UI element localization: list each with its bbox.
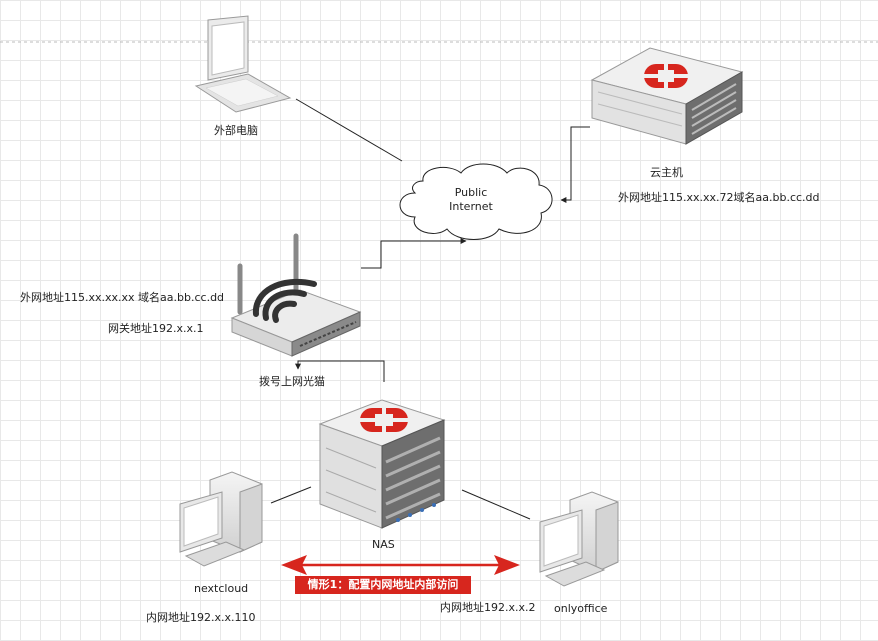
laptop-to-cloud-line [295, 98, 403, 162]
nextcloud-label: nextcloud [194, 582, 249, 595]
scenario-banner: 情形1：配置内网地址内部访问 [295, 576, 471, 594]
nas-server-icon [318, 399, 446, 529]
laptop-icon [194, 15, 292, 113]
desktop-pc-icon [539, 491, 619, 587]
desktop-pc-icon [179, 471, 263, 567]
rack-server-icon [590, 47, 744, 145]
router-gateway-address: 网关地址192.x.x.1 [108, 322, 204, 335]
nextcloud-address: 内网地址192.x.x.110 [146, 611, 256, 624]
cloud-host-label: 云主机 [650, 166, 683, 179]
cloud-host-address: 外网地址115.xx.xx.72域名aa.bb.cc.dd [618, 191, 820, 204]
connectors [270, 98, 590, 520]
nas-to-router-line [295, 360, 385, 382]
cloud-label-line1: Public [454, 186, 488, 199]
wifi-router-icon [230, 233, 362, 357]
nas-label: NAS [372, 538, 395, 551]
internal-access-arrow [281, 555, 520, 575]
cloud-icon [399, 163, 553, 240]
cloud-label-line2: Internet [449, 200, 493, 213]
laptop-label: 外部电脑 [214, 124, 258, 137]
cloud-label: Public Internet [441, 186, 501, 214]
router-label: 拨号上网光猫 [259, 375, 325, 388]
onlyoffice-label: onlyoffice [554, 602, 608, 615]
onlyoffice-address: 内网地址192.x.x.2 [440, 601, 536, 614]
cloud-host-to-cloud-line [560, 126, 590, 203]
router-to-cloud-line [361, 238, 467, 269]
nas-to-onlyoffice-line [461, 489, 531, 520]
router-wan-address: 外网地址115.xx.xx.xx 域名aa.bb.cc.dd [20, 291, 225, 304]
nas-to-nextcloud-line [270, 486, 312, 504]
